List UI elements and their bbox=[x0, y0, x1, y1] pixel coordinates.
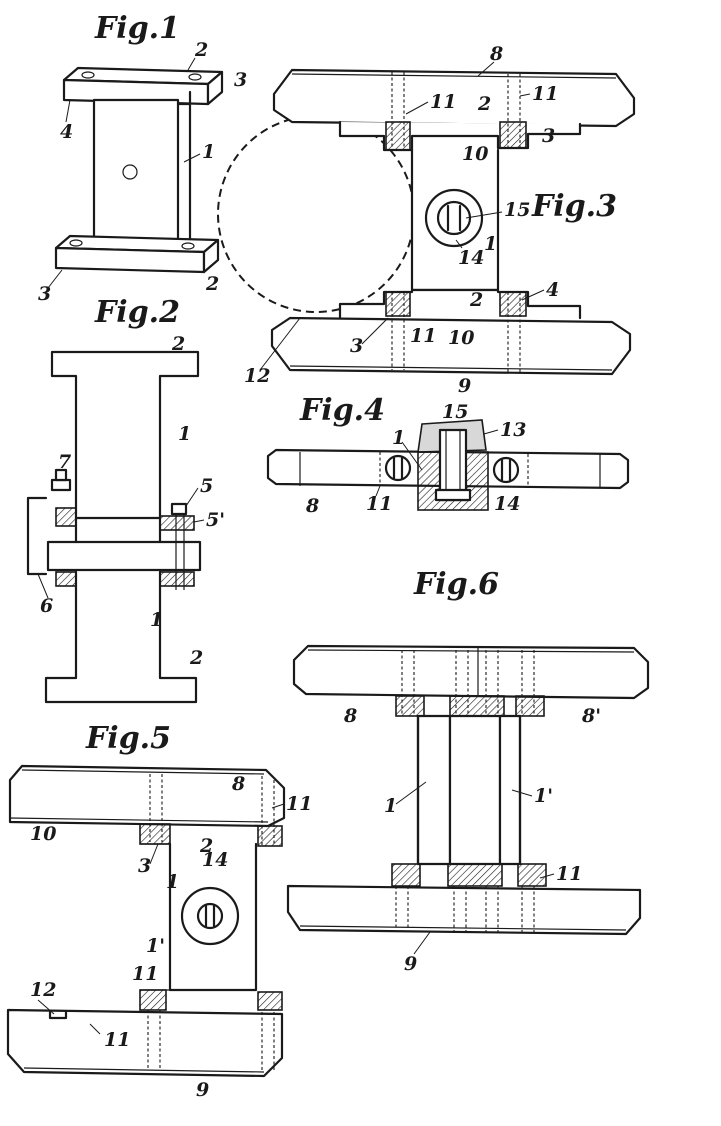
ref-14: 14 bbox=[458, 247, 484, 269]
ref-8-prime: 8' bbox=[581, 705, 601, 727]
ref-1: 1 bbox=[150, 609, 163, 631]
ref-3: 3 bbox=[350, 335, 363, 357]
ref-2: 2 bbox=[189, 647, 203, 669]
figure-4-title: Fig.4 bbox=[299, 393, 385, 428]
ref-8: 8 bbox=[305, 495, 319, 517]
ref-14: 14 bbox=[202, 849, 228, 871]
ref-1: 1 bbox=[166, 871, 179, 893]
figure-3: Fig.3 8 11 11 2 10 3 15 1 14 4 2 3 11 10… bbox=[217, 43, 636, 397]
figure-6-title: Fig.6 bbox=[413, 567, 499, 602]
ref-11: 11 bbox=[430, 91, 456, 113]
ref-12: 12 bbox=[30, 979, 56, 1001]
ref-2: 2 bbox=[194, 39, 208, 61]
ref-11: 11 bbox=[410, 325, 436, 347]
figure-4: Fig.4 15 13 1 8 11 14 bbox=[266, 393, 630, 517]
figure-1: Fig.1 2 3 4 1 3 2 bbox=[38, 11, 247, 305]
ref-4: 4 bbox=[60, 121, 73, 143]
ref-11: 11 bbox=[556, 863, 582, 885]
ref-1-prime: 1' bbox=[146, 935, 165, 957]
ref-9: 9 bbox=[458, 375, 471, 397]
ref-5-prime: 5' bbox=[206, 509, 225, 531]
figure-1-title: Fig.1 bbox=[94, 11, 180, 46]
figure-2: Fig.2 7 2 1 5 5' 6 1 2 bbox=[26, 295, 225, 704]
ref-11: 11 bbox=[132, 963, 158, 985]
ref-3: 3 bbox=[38, 283, 51, 305]
ref-15: 15 bbox=[504, 199, 530, 221]
ref-13: 13 bbox=[500, 419, 526, 441]
ref-3: 3 bbox=[138, 855, 151, 877]
ref-1-prime: 1' bbox=[534, 785, 553, 807]
ref-8: 8 bbox=[231, 773, 245, 795]
ref-9: 9 bbox=[196, 1079, 209, 1101]
ref-3: 3 bbox=[542, 125, 555, 147]
ref-1: 1 bbox=[392, 427, 405, 449]
figure-6: Fig.6 8 8' 1 bbox=[286, 567, 650, 975]
figure-5: Fig.5 8 11 10 2 3 1 bbox=[6, 721, 312, 1101]
ref-9: 9 bbox=[404, 953, 417, 975]
ref-8: 8 bbox=[489, 43, 503, 65]
ref-7: 7 bbox=[58, 451, 71, 473]
ref-1: 1 bbox=[202, 141, 215, 163]
ref-6: 6 bbox=[40, 595, 53, 617]
ref-11: 11 bbox=[532, 83, 558, 105]
ref-10: 10 bbox=[30, 823, 56, 845]
ref-2: 2 bbox=[477, 93, 491, 115]
ref-2: 2 bbox=[205, 273, 219, 295]
ref-11: 11 bbox=[366, 493, 392, 515]
ref-10: 10 bbox=[448, 327, 474, 349]
ref-11: 11 bbox=[286, 793, 312, 815]
ref-10: 10 bbox=[462, 143, 488, 165]
ref-1: 1 bbox=[178, 423, 191, 445]
ref-12: 12 bbox=[244, 365, 270, 387]
ref-8: 8 bbox=[343, 705, 357, 727]
ref-5: 5 bbox=[200, 475, 213, 497]
ref-2: 2 bbox=[199, 835, 213, 857]
ref-4: 4 bbox=[546, 279, 559, 301]
ref-14: 14 bbox=[494, 493, 520, 515]
ref-2: 2 bbox=[469, 289, 483, 311]
figure-2-title: Fig.2 bbox=[94, 295, 180, 330]
ref-15: 15 bbox=[442, 401, 468, 423]
ref-2: 2 bbox=[171, 333, 185, 355]
figure-3-title: Fig.3 bbox=[531, 189, 617, 224]
ref-1: 1 bbox=[384, 795, 397, 817]
ref-1: 1 bbox=[484, 233, 497, 255]
ref-3: 3 bbox=[234, 69, 247, 91]
figure-5-title: Fig.5 bbox=[85, 721, 171, 756]
ref-11: 11 bbox=[104, 1029, 130, 1051]
